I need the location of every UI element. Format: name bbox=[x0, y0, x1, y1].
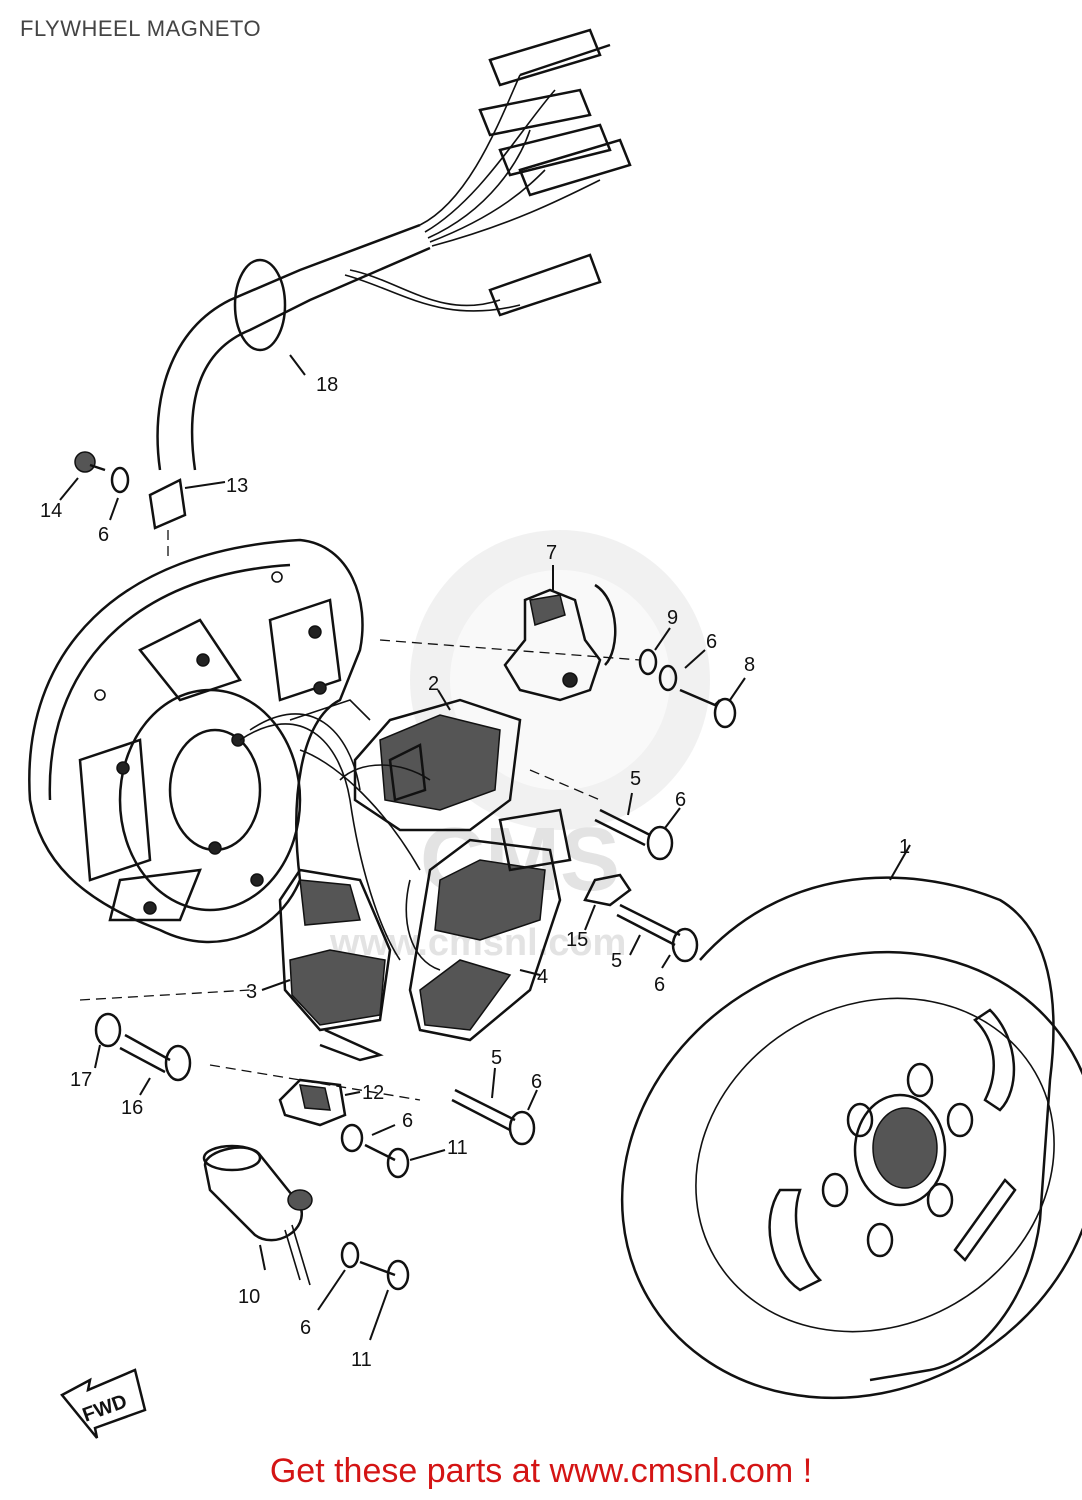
contact-breaker bbox=[503, 565, 617, 702]
callout-18: 18 bbox=[316, 374, 338, 396]
bullet-connectors bbox=[478, 28, 632, 317]
callout-17: 17 bbox=[70, 1069, 92, 1091]
callout-5-middle: 5 bbox=[611, 950, 622, 972]
terminal-block bbox=[209, 1064, 446, 1179]
callout-2: 2 bbox=[428, 673, 439, 695]
callout-6-condenser: 6 bbox=[300, 1317, 311, 1339]
callout-14: 14 bbox=[40, 500, 62, 522]
callout-8: 8 bbox=[744, 654, 755, 676]
coil-screw-middle bbox=[583, 873, 699, 969]
callout-7: 7 bbox=[546, 542, 557, 564]
callout-6-breaker: 6 bbox=[706, 631, 717, 653]
breaker-screw-set bbox=[379, 627, 746, 729]
callout-13: 13 bbox=[226, 475, 248, 497]
callout-15: 15 bbox=[566, 929, 588, 951]
callout-1: 1 bbox=[899, 836, 910, 858]
callout-6-terminal: 6 bbox=[402, 1110, 413, 1132]
footer-link-text[interactable]: Get these parts at www.cmsnl.com ! bbox=[269, 1452, 813, 1490]
callout-16: 16 bbox=[121, 1097, 143, 1119]
callout-6-upper: 6 bbox=[675, 789, 686, 811]
internal-wiring bbox=[239, 699, 441, 971]
callout-6-lower: 6 bbox=[531, 1071, 542, 1093]
page-title: FLYWHEEL MAGNETO bbox=[20, 16, 262, 41]
forward-arrow: FWD bbox=[60, 1368, 147, 1439]
callout-11-condenser: 11 bbox=[351, 1349, 372, 1371]
coil-screw-lower bbox=[451, 1067, 538, 1146]
condenser bbox=[202, 1144, 410, 1341]
fwd-label: FWD bbox=[80, 1390, 130, 1426]
stator-base-plate bbox=[28, 538, 364, 944]
callout-11-terminal: 11 bbox=[447, 1137, 468, 1159]
callout-9: 9 bbox=[667, 607, 678, 629]
coil-3 bbox=[261, 868, 392, 1062]
callout-3: 3 bbox=[246, 981, 257, 1003]
callout-4: 4 bbox=[537, 966, 548, 988]
callout-5-upper: 5 bbox=[630, 768, 641, 790]
cable-clamp-parts bbox=[59, 451, 226, 560]
callout-labels: 1 2 3 4 5 5 5 6 6 6 6 6 6 6 7 8 9 10 11 … bbox=[40, 374, 910, 1371]
flywheel-rotor bbox=[620, 844, 1082, 1400]
callout-5-lower: 5 bbox=[491, 1047, 502, 1069]
callout-10: 10 bbox=[238, 1286, 260, 1308]
coil-screw-upper bbox=[529, 769, 681, 861]
wire-harness bbox=[156, 28, 632, 471]
callout-12: 12 bbox=[362, 1082, 384, 1104]
coil-2 bbox=[353, 689, 522, 832]
coil-4 bbox=[408, 808, 572, 1042]
callout-6-middle: 6 bbox=[654, 974, 665, 996]
callout-6-clamp: 6 bbox=[98, 524, 109, 546]
plate-screw-set bbox=[79, 989, 251, 1096]
